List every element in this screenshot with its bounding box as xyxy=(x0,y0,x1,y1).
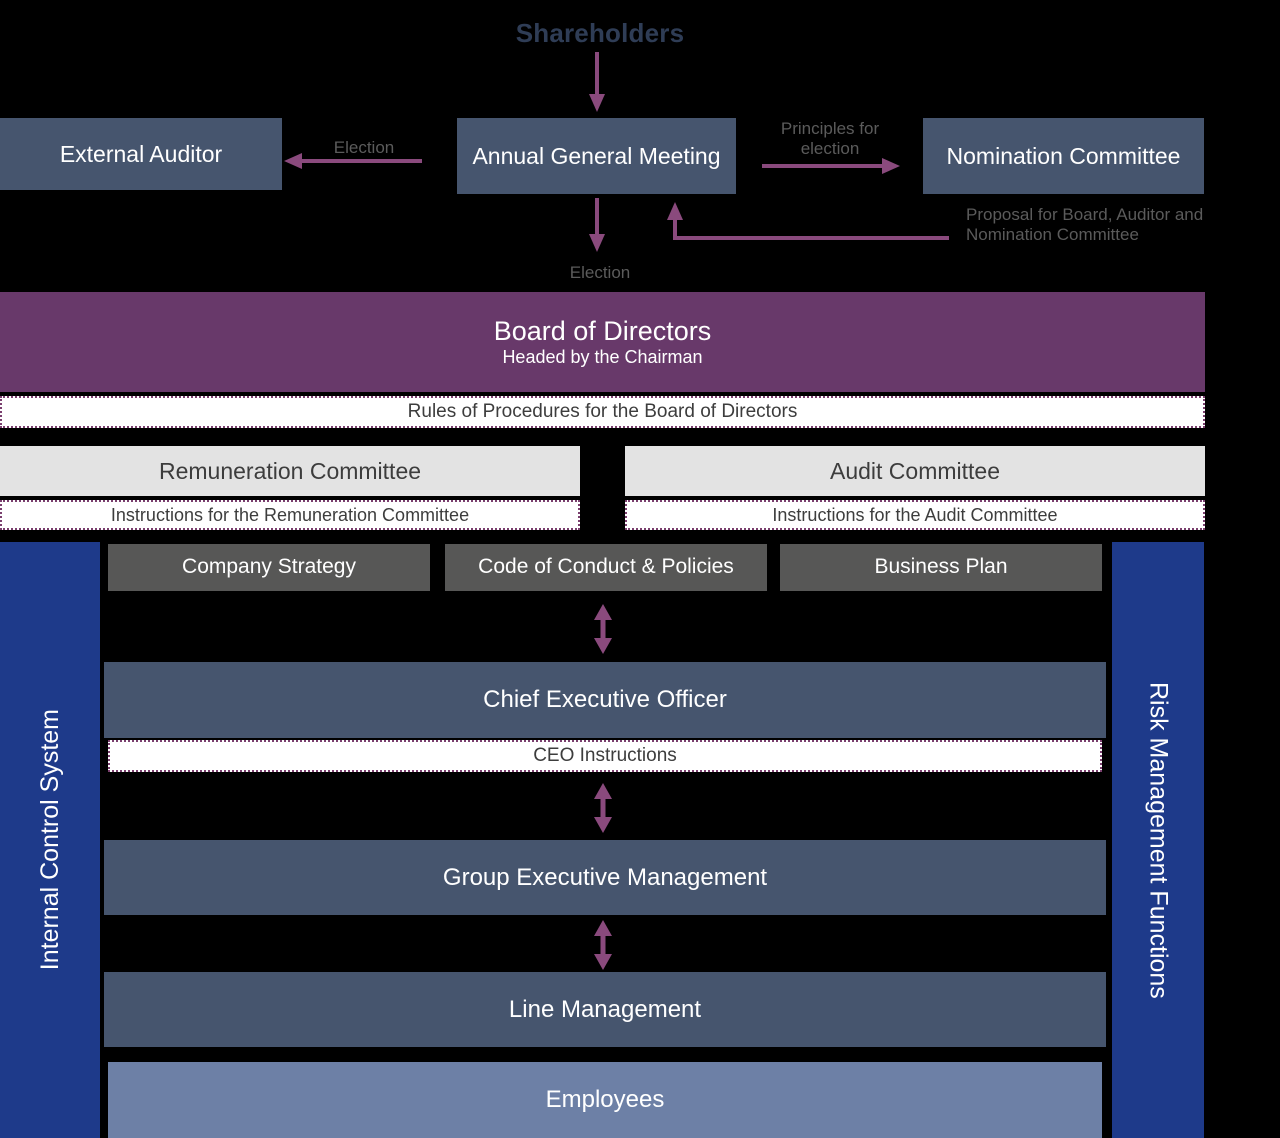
company-strategy-box[interactable]: Company Strategy xyxy=(108,544,430,591)
ceo-instructions-box[interactable]: CEO Instructions xyxy=(108,740,1102,772)
audit-committee-instructions-label: Instructions for the Audit Committee xyxy=(772,504,1058,525)
nomination-committee-label: Nomination Committee xyxy=(946,142,1181,169)
arrow-policies-ceo xyxy=(594,604,612,654)
audit-committee-box[interactable]: Audit Committee xyxy=(625,446,1205,496)
group-executive-management-box[interactable]: Group Executive Management xyxy=(104,840,1106,915)
external-auditor-label: External Auditor xyxy=(59,140,223,167)
business-plan-box[interactable]: Business Plan xyxy=(780,544,1102,591)
arrow-agm-to-board xyxy=(589,198,605,252)
arrow-ceo-gem xyxy=(594,783,612,833)
risk-management-functions-label: Risk Management Functions xyxy=(1144,681,1173,999)
rules-of-procedures-box[interactable]: Rules of Procedures for the Board of Dir… xyxy=(0,396,1205,428)
ceo-instructions-label: CEO Instructions xyxy=(533,745,677,767)
line-management-label: Line Management xyxy=(508,995,702,1023)
employees-label: Employees xyxy=(545,1086,665,1114)
arrow-agm-to-external-auditor xyxy=(284,153,422,169)
code-of-conduct-box[interactable]: Code of Conduct & Policies xyxy=(445,544,767,591)
shareholders-title: Shareholders xyxy=(515,18,685,48)
employees-box[interactable]: Employees xyxy=(108,1062,1102,1138)
arrow-nomination-to-agm xyxy=(667,202,949,240)
external-auditor-box[interactable]: External Auditor xyxy=(0,118,282,190)
internal-control-system-label: Internal Control System xyxy=(35,709,64,971)
label-principles-for-election: Principles for election xyxy=(780,119,880,159)
remuneration-committee-box[interactable]: Remuneration Committee xyxy=(0,446,580,496)
remuneration-committee-instructions-box[interactable]: Instructions for the Remuneration Commit… xyxy=(0,500,580,530)
code-of-conduct-label: Code of Conduct & Policies xyxy=(478,555,734,579)
board-of-directors-box[interactable]: Board of Directors Headed by the Chairma… xyxy=(0,292,1205,392)
board-of-directors-title: Board of Directors xyxy=(493,316,712,347)
annual-general-meeting-box[interactable]: Annual General Meeting xyxy=(457,118,736,194)
nomination-committee-box[interactable]: Nomination Committee xyxy=(923,118,1204,194)
label-election-left: Election xyxy=(333,138,395,157)
chief-executive-officer-label: Chief Executive Officer xyxy=(483,686,727,714)
group-executive-management-label: Group Executive Management xyxy=(442,863,768,891)
rules-of-procedures-label: Rules of Procedures for the Board of Dir… xyxy=(407,401,798,423)
line-management-box[interactable]: Line Management xyxy=(104,972,1106,1047)
company-strategy-label: Company Strategy xyxy=(182,555,356,579)
audit-committee-label: Audit Committee xyxy=(829,457,1000,484)
risk-management-functions-bar[interactable]: Risk Management Functions xyxy=(1112,542,1204,1138)
arrow-shareholders-to-agm xyxy=(589,52,605,112)
remuneration-committee-label: Remuneration Committee xyxy=(158,457,422,484)
label-proposal: Proposal for Board, Auditor and Nominati… xyxy=(966,205,1204,245)
remuneration-committee-instructions-label: Instructions for the Remuneration Commit… xyxy=(110,504,470,525)
arrow-agm-to-nomination-committee xyxy=(762,158,900,174)
arrow-gem-line-management xyxy=(594,920,612,970)
label-election-down: Election xyxy=(569,263,631,282)
business-plan-label: Business Plan xyxy=(874,555,1008,579)
audit-committee-instructions-box[interactable]: Instructions for the Audit Committee xyxy=(625,500,1205,530)
internal-control-system-bar[interactable]: Internal Control System xyxy=(0,542,100,1138)
chief-executive-officer-box[interactable]: Chief Executive Officer xyxy=(104,662,1106,738)
annual-general-meeting-label: Annual General Meeting xyxy=(472,142,721,169)
board-of-directors-subtitle: Headed by the Chairman xyxy=(502,347,703,368)
